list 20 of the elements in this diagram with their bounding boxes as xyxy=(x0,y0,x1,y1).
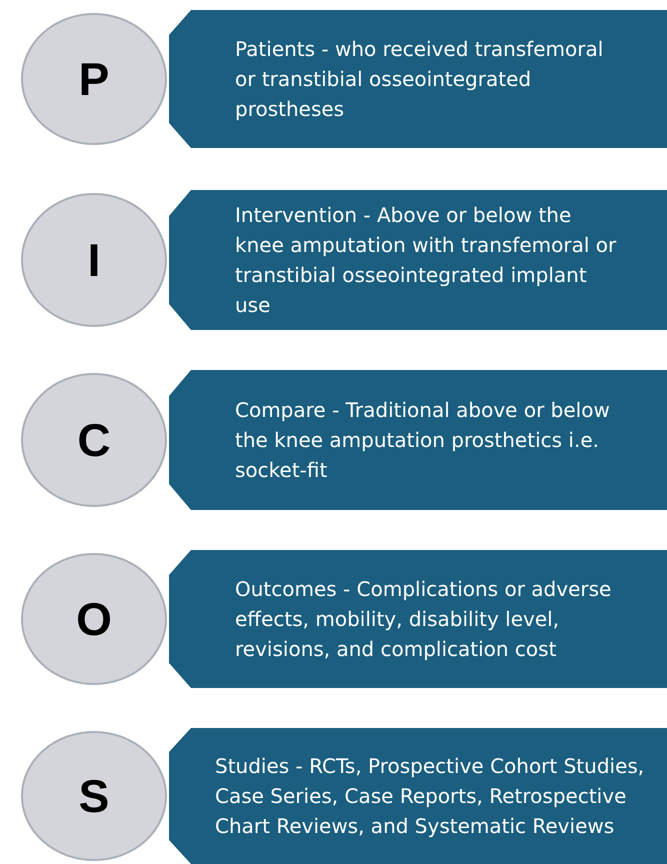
letter-circle xyxy=(20,192,168,328)
chevron-banner xyxy=(169,550,667,688)
chevron-banner xyxy=(169,728,667,864)
description-text: Compare - Traditional above or below the knee amputation prosthetics i.e. socket-fit xyxy=(235,397,611,484)
letter: O xyxy=(76,592,112,646)
letter-circle xyxy=(20,12,168,146)
description-text: Outcomes - Complications or adverse effects, mobility, disability level, revisions, and complication cost xyxy=(235,576,612,663)
description-text: Patients - who received transfemoral or transtibial osseointegrated prostheses xyxy=(235,36,604,123)
chevron-banner xyxy=(169,190,667,330)
letter: S xyxy=(78,769,110,823)
description-text: Intervention - Above or below the knee amputation with transfemoral or transtibial osseointegrated implant use xyxy=(235,202,618,319)
letter: P xyxy=(78,52,110,106)
letter-circle xyxy=(20,552,168,686)
letter-circle xyxy=(20,730,168,862)
letter: I xyxy=(88,233,100,287)
chevron-banner xyxy=(169,370,667,510)
letter-circle xyxy=(20,372,168,508)
chevron-banner xyxy=(169,10,667,148)
letter: C xyxy=(77,413,111,467)
description-text: Studies - RCTs, Prospective Cohort Studies, Case Series, Case Reports, Retrospective Chart Reviews, and Systematic Reviews xyxy=(215,753,646,840)
